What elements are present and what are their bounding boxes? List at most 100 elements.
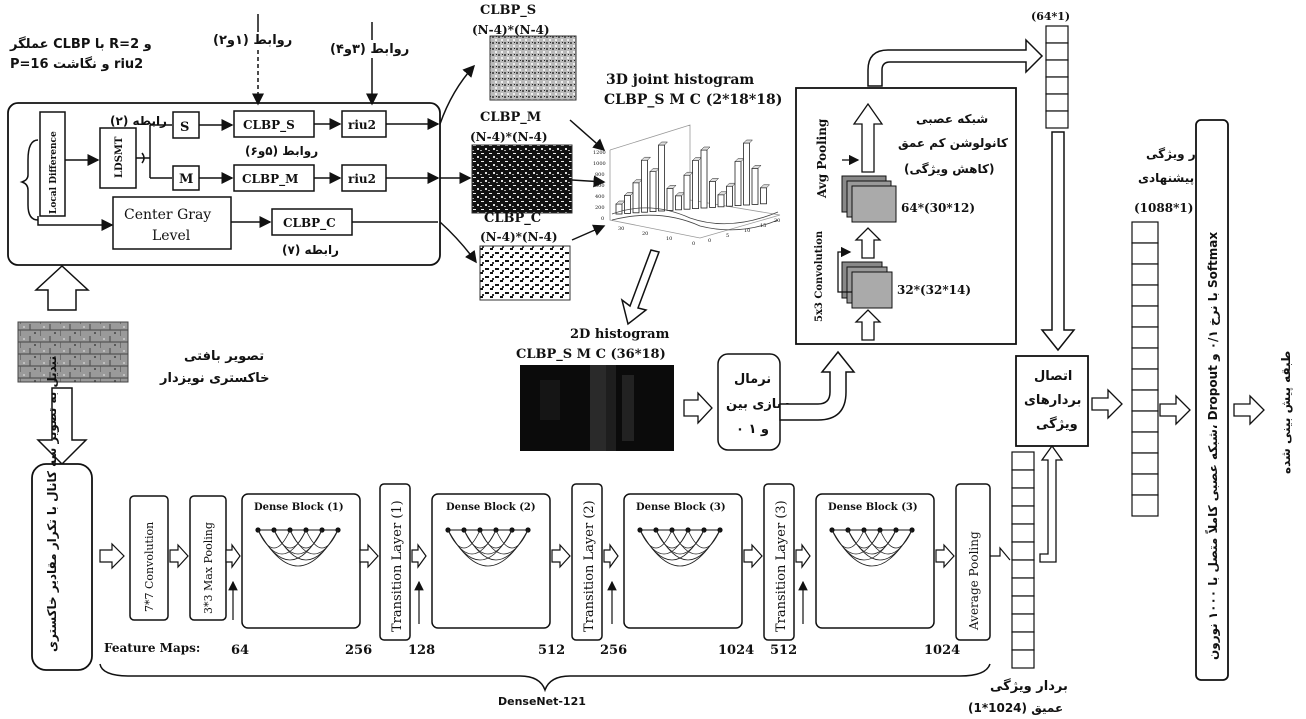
concat-to-vec1088-arrow (1092, 390, 1122, 418)
vector-cell (1046, 43, 1068, 60)
texture-up-arrow (36, 266, 88, 310)
densenet-arrow-6 (604, 545, 618, 567)
vector-cell (1012, 650, 1034, 668)
hist3d-ytick: 600 (595, 183, 605, 189)
vector-cell (1132, 243, 1158, 264)
fm-value: 1024 (718, 643, 754, 658)
hist3d-bar (710, 181, 716, 207)
center-gray-label-2: Level (152, 228, 191, 244)
relations-34-label: روابط (۳و۴) (330, 42, 409, 57)
deep-vector-line-1: بردار ویژگی (990, 678, 1068, 694)
deep-vector-line-2: عمیق (1024*1) (968, 701, 1063, 715)
fm-value: 1024 (924, 643, 960, 658)
to-map-c-curve (440, 222, 476, 262)
local-difference-label: Local Difference (49, 131, 59, 214)
vector-cell (1046, 77, 1068, 94)
vec1088-to-fc-arrow (1160, 396, 1190, 424)
fm-value: 128 (408, 643, 435, 658)
hist3d-bar (642, 160, 648, 212)
vector-cell (1012, 560, 1034, 578)
hist3d-bar (650, 172, 656, 212)
hist3d-bar (727, 186, 733, 206)
hist2d: 2D histogram CLBP_S M C (36*18) (516, 327, 712, 451)
vec1088-column (1132, 222, 1158, 516)
dense-block-3b-label: Dense Block (3) (828, 502, 918, 513)
map-c-dim: (N-4)*(N-4) (480, 230, 558, 244)
vector-cell (1132, 474, 1158, 495)
ldsmt-split-lines (136, 125, 172, 178)
hist2d-to-normalize-arrow (684, 393, 712, 423)
conv77-label: 7*7 Convolution (143, 522, 156, 612)
map-m-image (472, 145, 572, 213)
hist3d-title-1: 3D joint histogram (606, 72, 754, 88)
vector-cell (1012, 614, 1034, 632)
map-s-image (490, 36, 576, 100)
dense-block-3a-label: Dense Block (3) (636, 502, 726, 513)
vector-cell (1046, 111, 1068, 128)
concat-line-2: بردارهای (1024, 393, 1081, 408)
normalize-line-3: ۰ و ۱ (736, 422, 769, 437)
texture-line-1: تصویر بافتی (184, 349, 264, 364)
vector-cell (1046, 94, 1068, 111)
hist2d-title-1: 2D histogram (570, 327, 670, 342)
vector-cell (1132, 327, 1158, 348)
densenet-brace (100, 664, 990, 690)
hist3d-xtick: 10 (666, 236, 672, 242)
hist3d-bars (612, 140, 778, 230)
fm-value: 512 (770, 643, 797, 658)
hist3d-ytick: 1000 (593, 161, 606, 167)
dense-block-1-box (242, 494, 360, 628)
hist3d-bar (718, 195, 724, 207)
vector-cell (1046, 60, 1068, 77)
texture-line-2: خاکستری نویزدار (159, 371, 269, 386)
vec1088-line-3: (1088*1) (1134, 201, 1193, 215)
map-s-to-hist-arrow (570, 120, 604, 150)
map-s-dim: (N-4)*(N-4) (472, 23, 550, 37)
concat-line-1: اتصال (1034, 369, 1072, 384)
map-m-dim: (N-4)*(N-4) (470, 130, 548, 144)
vector-cell (1012, 470, 1034, 488)
dense-block-3a-box (624, 494, 742, 628)
cnn-to-vec64-arrow (868, 40, 1042, 86)
hist3d-y-ticks: 1200 1000 800 600 400 200 0 (593, 150, 606, 222)
maxpool-label: 3*3 Max Pooling (202, 522, 215, 614)
relation-2-label: رابطه (۲) (110, 114, 167, 128)
hist3d-ytick: 200 (595, 205, 605, 211)
clbp-m-label: CLBP_M (242, 172, 298, 187)
fm-64-label: 64*(30*12) (901, 201, 975, 215)
convert-3ch-label: تبدیل به تصویر سه کانال با تکرار مقادیر … (45, 356, 60, 652)
cnn-frame (796, 88, 1016, 344)
vector-cell (1012, 506, 1034, 524)
center-gray-label-1: Center Gray (124, 207, 211, 223)
vector-cell (1012, 452, 1034, 470)
hist2d-title-2: CLBP_S M C (36*18) (516, 347, 666, 362)
vector-cell (1012, 578, 1034, 596)
operator-label-1: عملگر CLBP با R=2 و (9, 36, 152, 52)
hist3d-bar (667, 188, 673, 210)
map-c-image (480, 246, 570, 300)
vector-cell (1132, 285, 1158, 306)
clbp-s-label: CLBP_S (243, 118, 295, 133)
dense-block-1-label: Dense Block (1) (254, 502, 344, 513)
convert-3ch-box (32, 464, 92, 670)
dense-block-3b-box (816, 494, 934, 628)
densenet-arrow-1 (170, 545, 188, 567)
hist3d-bar (701, 150, 707, 208)
vector-cell (1132, 222, 1158, 243)
fm-value: 64 (231, 643, 249, 658)
vector-cell (1012, 596, 1034, 614)
hist3d-bar (625, 195, 631, 213)
map-m-title: CLBP_M (480, 110, 541, 125)
vector-cell (1132, 432, 1158, 453)
ldsmt-label: LDSMT (114, 136, 125, 178)
densenet-arrow-4 (412, 545, 426, 567)
hist3d-bar (752, 168, 758, 204)
concat-line-3: ویژگی (1036, 416, 1078, 432)
hist3d-ztick: 5 (726, 233, 729, 239)
fm-stack-64 (842, 176, 896, 222)
hist3d-ytick: 800 (595, 172, 605, 178)
m-label: M (179, 172, 193, 187)
map-c-to-hist-arrow (572, 226, 604, 240)
avg-pooling-label: Avg Pooling (815, 118, 829, 199)
